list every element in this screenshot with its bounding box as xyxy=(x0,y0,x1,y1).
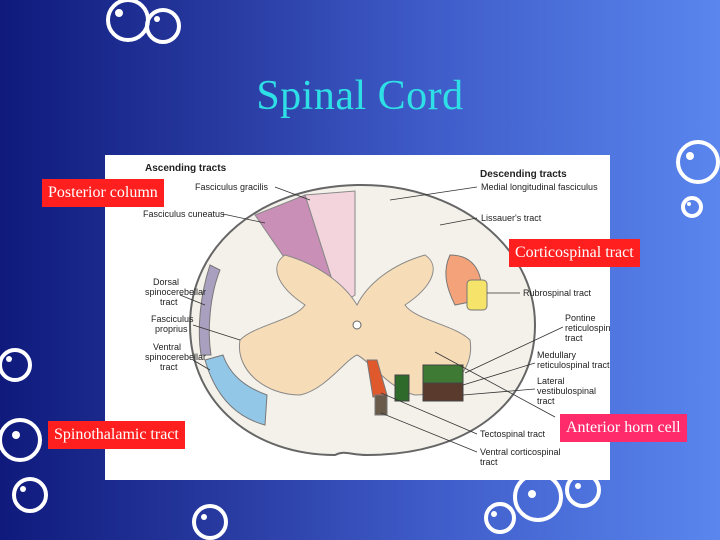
bubble-icon xyxy=(145,8,181,44)
slide-title: Spinal Cord xyxy=(256,73,464,119)
label-mlf: Medial longitudinal fasciculus xyxy=(481,182,598,192)
label-lateral-vs-1: Lateral xyxy=(537,376,565,386)
bubble-icon xyxy=(0,348,32,382)
label-ventral-cs-2: tract xyxy=(480,457,498,467)
bubble-icon xyxy=(192,504,228,540)
label-ventral-sc-3: tract xyxy=(160,362,178,372)
label-pontine-1: Pontine xyxy=(565,313,596,323)
bubble-icon xyxy=(513,472,563,522)
spinal-cord-diagram: Ascending tracts Descending tracts Fasci… xyxy=(105,155,610,480)
dorsal-spinocerebellar-tract xyxy=(198,264,221,356)
label-lissauer: Lissauer's tract xyxy=(481,213,542,223)
label-fasc-proprius-1: Fasciculus xyxy=(151,314,194,324)
label-ventral-sc-1: Ventral xyxy=(153,342,181,352)
medullary-reticulospinal-tract xyxy=(394,374,410,402)
rubrospinal-tract xyxy=(466,279,488,311)
pontine-reticulospinal-tract xyxy=(422,364,464,384)
label-medullary-1: Medullary xyxy=(537,350,577,360)
callout-spinothalamic-tract: Spinothalamic tract xyxy=(48,421,185,449)
label-fasciculus-gracilis: Fasciculus gracilis xyxy=(195,182,269,192)
label-fasciculus-cuneatus: Fasciculus cuneatus xyxy=(143,209,225,219)
callout-corticospinal-tract: Corticospinal tract xyxy=(509,239,640,267)
label-medullary-2: reticulospinal tract xyxy=(537,360,610,370)
label-ventral-sc-2: spinocerebellar xyxy=(145,352,206,362)
spinal-cord-cross-section: Ascending tracts Descending tracts Fasci… xyxy=(143,163,610,467)
label-dorsal-sc-3: tract xyxy=(160,297,178,307)
lateral-vestibulospinal-tract xyxy=(422,382,464,402)
ascending-tracts-header: Ascending tracts xyxy=(145,163,227,174)
label-pontine-2: reticulospinal xyxy=(565,323,610,333)
bubble-icon xyxy=(106,0,150,42)
label-pontine-3: tract xyxy=(565,333,583,343)
label-lateral-vs-2: vestibulospinal xyxy=(537,386,596,396)
label-lateral-vs-3: tract xyxy=(537,396,555,406)
leader-lines xyxy=(179,186,564,453)
label-rubrospinal: Rubrospinal tract xyxy=(523,288,592,298)
descending-tracts-header: Descending tracts xyxy=(480,169,567,180)
callout-anterior-horn-cell: Anterior horn cell xyxy=(560,414,687,442)
callout-posterior-column: Posterior column xyxy=(42,179,164,207)
label-dorsal-sc-1: Dorsal xyxy=(153,277,179,287)
label-dorsal-sc-2: spinocerebellar xyxy=(145,287,206,297)
ventral-corticospinal-tract xyxy=(374,394,388,416)
central-canal xyxy=(352,320,362,330)
label-ventral-cs-1: Ventral corticospinal xyxy=(480,447,561,457)
bubble-icon xyxy=(676,140,720,184)
bubble-icon xyxy=(0,418,42,462)
bubble-icon xyxy=(484,502,516,534)
ventral-spinocerebellar-tract xyxy=(204,354,268,426)
label-fasc-proprius-2: proprius xyxy=(155,324,188,334)
label-tectospinal: Tectospinal tract xyxy=(480,429,546,439)
bubble-icon xyxy=(12,477,48,513)
bubble-icon xyxy=(681,196,703,218)
